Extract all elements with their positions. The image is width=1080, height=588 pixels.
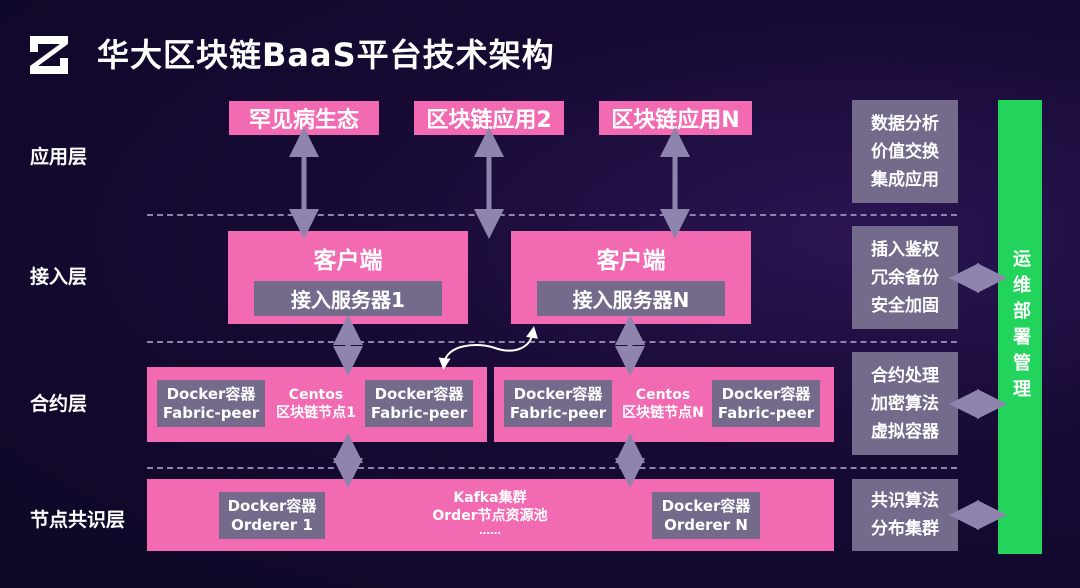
kafka-cluster-label: Kafka集群 Order节点资源池 …… (432, 490, 548, 537)
docker-container-orderer: Docker容器 Orderer 1 (219, 492, 325, 539)
docker-container-peer: Docker容器 Fabric-peer (365, 380, 473, 427)
ops-deploy-management-bar: 运维部署管理 (998, 100, 1042, 554)
access-server-label: 接入服务器N (537, 281, 725, 316)
docker-label: Docker容器 (721, 384, 811, 403)
layer-label-consensus: 节点共识层 (30, 509, 126, 531)
contract-node-box-1: Docker容器 Fabric-peer Centos 区块链节点1 Docke… (147, 367, 487, 442)
docker-label: Docker容器 (166, 384, 256, 403)
fabric-peer-label: Fabric-peer (717, 403, 815, 422)
layer-divider (147, 214, 957, 216)
capability-box-access: 插入鉴权 冗余备份 安全加固 (852, 226, 958, 329)
contract-node-box-n: Docker容器 Fabric-peer Centos 区块链节点N Docke… (494, 367, 834, 442)
docker-container-peer: Docker容器 Fabric-peer (712, 380, 820, 427)
docker-label: Docker容器 (227, 496, 317, 515)
layer-label-application: 应用层 (30, 146, 88, 168)
centos-node-label: Centos 区块链节点1 (276, 387, 356, 421)
docker-container-peer: Docker容器 Fabric-peer (504, 380, 612, 427)
docker-label: Docker容器 (513, 384, 603, 403)
app-box-blockchain-app-2: 区块链应用2 (414, 101, 564, 135)
docker-label: Docker容器 (374, 384, 464, 403)
docker-container-peer: Docker容器 Fabric-peer (157, 380, 265, 427)
client-box-n: 客户端 接入服务器N (511, 231, 751, 324)
ops-label: 运维部署管理 (1010, 249, 1031, 405)
capability-box-consensus: 共识算法 分布集群 (852, 479, 958, 551)
docker-label: Docker容器 (661, 496, 751, 515)
capability-box-application: 数据分析 价值交换 集成应用 (852, 100, 958, 203)
fabric-peer-label: Fabric-peer (509, 403, 607, 422)
layer-label-contract: 合约层 (30, 393, 88, 415)
app-box-rare-disease: 罕见病生态 (229, 101, 379, 135)
layer-label-access: 接入层 (30, 266, 88, 288)
client-title: 客户端 (596, 248, 666, 274)
capability-box-contract: 合约处理 加密算法 虚拟容器 (852, 352, 958, 455)
app-box-blockchain-app-n: 区块链应用N (599, 101, 752, 135)
fabric-peer-label: Fabric-peer (370, 403, 468, 422)
client-box-1: 客户端 接入服务器1 (228, 231, 468, 324)
docker-container-orderer: Docker容器 Orderer N (652, 492, 760, 539)
orderer-label: Orderer N (664, 515, 748, 534)
client-title: 客户端 (313, 248, 383, 274)
consensus-box: Docker容器 Orderer 1 Kafka集群 Order节点资源池 ……… (147, 479, 834, 551)
z-logo-icon (30, 36, 68, 74)
arrow-client-cross-link (438, 326, 538, 370)
layer-divider (147, 467, 957, 469)
access-server-label: 接入服务器1 (254, 281, 442, 316)
page-title: 华大区块链BaaS平台技术架构 (97, 36, 555, 74)
fabric-peer-label: Fabric-peer (162, 403, 260, 422)
layer-divider (147, 341, 957, 343)
orderer-label: Orderer 1 (231, 515, 313, 534)
centos-node-label: Centos 区块链节点N (622, 387, 704, 421)
